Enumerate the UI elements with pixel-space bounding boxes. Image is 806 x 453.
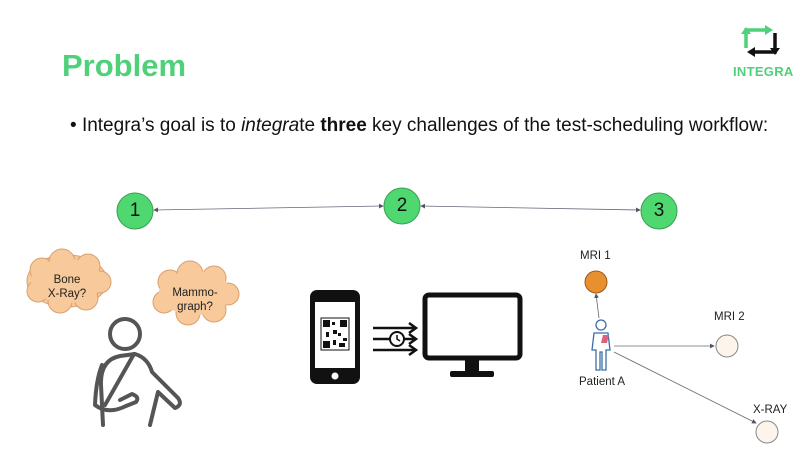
label-mri1: MRI 1 [580,250,611,262]
injured-person-icon [93,317,182,427]
thought-cloud-icon [152,260,240,326]
transfer-arrows-icon [373,321,419,357]
bullet-text: • Integra’s goal is to integrate three k… [70,115,769,136]
integra-logo-icon [741,25,780,57]
route-xray [613,351,757,424]
bullet-bold: three [320,115,367,136]
xray-node [755,420,779,444]
cloud-line: graph? [177,301,213,313]
mri1-node [584,270,608,294]
step-label-1: 1 [129,200,141,221]
cloud-mammograph: Mammo-graph? [165,286,225,314]
connector-1-2 [153,203,384,213]
patient-icon [591,319,611,371]
connector-2-3 [420,203,641,213]
mri2-node [715,334,739,358]
cloud-line: Mammo- [172,287,218,299]
logo-text: INTEGRA [733,64,794,79]
step-label-3: 3 [653,200,665,221]
step-label-2: 2 [396,195,408,216]
slide-title: Problem [62,48,187,83]
cloud-line: X-Ray? [47,288,87,300]
route-mri1 [594,293,600,319]
computer-monitor-icon [422,292,523,377]
label-xray: X-RAY [753,404,788,416]
cloud-line: Bone [53,274,81,286]
bullet-part3: key challenges of the test-scheduling wo… [366,115,769,136]
bullet-part2: te [299,115,321,136]
bullet-part1: Integra’s goal is to [81,115,242,136]
label-mri2: MRI 2 [714,311,745,323]
step-circle-1 [116,192,154,230]
step-circle-3 [640,192,678,230]
bullet-italic: integra [241,115,300,136]
thought-cloud-icon [26,248,112,314]
smartphone-qr-icon [310,290,360,384]
label-patient: Patient A [579,376,626,388]
step-circle-2 [383,187,421,225]
